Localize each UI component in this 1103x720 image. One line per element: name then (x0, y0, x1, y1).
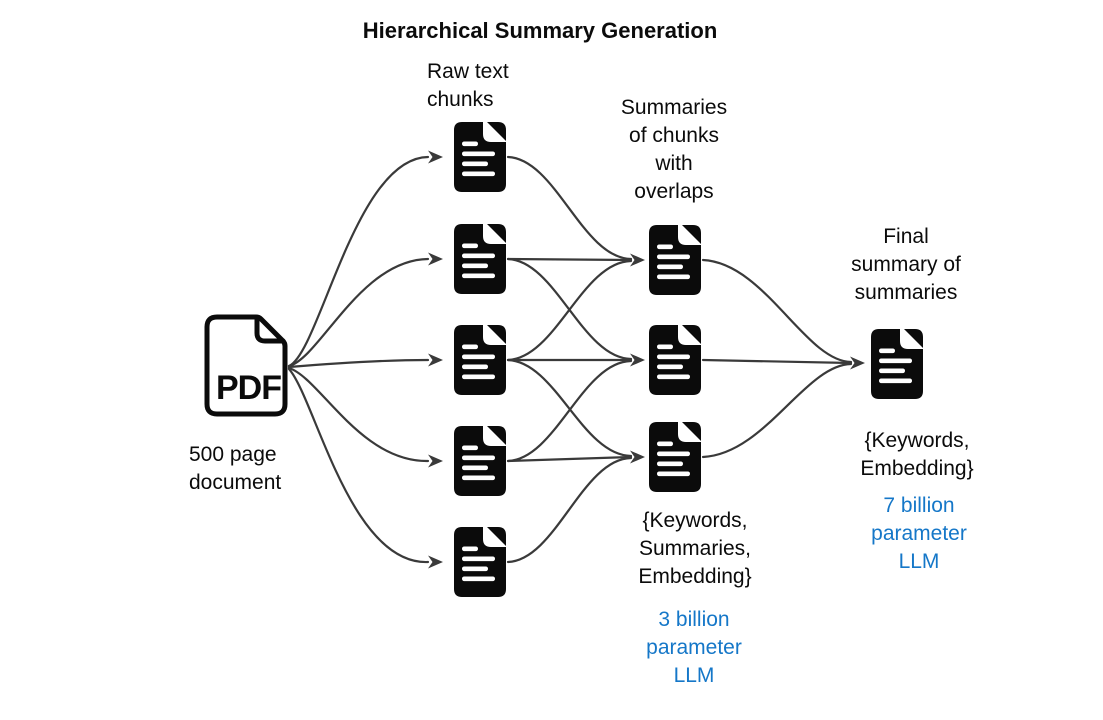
flow-arrow (701, 258, 853, 364)
summaries-model-label: 3 billion parameter LLM (646, 608, 742, 687)
diagram-title: Hierarchical Summary Generation (362, 18, 718, 43)
document-icon (871, 329, 923, 399)
chunk-icons (454, 122, 506, 597)
document-icon (454, 224, 506, 294)
final-outputs-label: {Keywords, Embedding} (860, 429, 974, 480)
summary-icons (649, 225, 701, 492)
document-icon (649, 225, 701, 295)
flow-arrow (287, 257, 430, 368)
flow-arrow (506, 359, 633, 463)
flow-arrow (701, 358, 853, 365)
flow-arrow (506, 257, 633, 361)
raw-text-chunks-label: Raw text chunks (427, 60, 509, 111)
document-icon (454, 527, 506, 597)
flow-arrow (287, 367, 430, 564)
flow-arrow (506, 455, 633, 463)
final-summary-label: Final summary of summaries (851, 225, 961, 304)
source-document-label: 500 page document (189, 443, 282, 494)
pdf-file-icon: PDF (204, 314, 288, 417)
pdf-icon-text: PDF (216, 369, 281, 407)
final-summary-icon (871, 329, 923, 399)
flow-arrow (287, 366, 430, 463)
document-icon (454, 122, 506, 192)
flow-arrow (506, 155, 633, 261)
summaries-outputs-label: {Keywords, Summaries, Embedding} (638, 509, 752, 588)
document-icon (454, 325, 506, 395)
flow-arrow (287, 358, 430, 369)
document-icon (454, 426, 506, 496)
document-icon (649, 325, 701, 395)
flow-arrows-chunks-to-summaries (506, 155, 645, 564)
flow-arrow (287, 155, 430, 368)
flow-arrow (701, 362, 853, 459)
flow-arrow (506, 257, 633, 262)
summaries-of-chunks-label: Summaries of chunks with overlaps (620, 96, 728, 203)
final-model-label: 7 billion parameter LLM (871, 494, 967, 573)
flow-arrow (506, 358, 633, 458)
flow-arrows-summaries-to-final (701, 258, 865, 459)
flow-arrows-pdf-to-chunks (287, 150, 443, 569)
flow-arrow (506, 456, 633, 564)
document-icon (649, 422, 701, 492)
